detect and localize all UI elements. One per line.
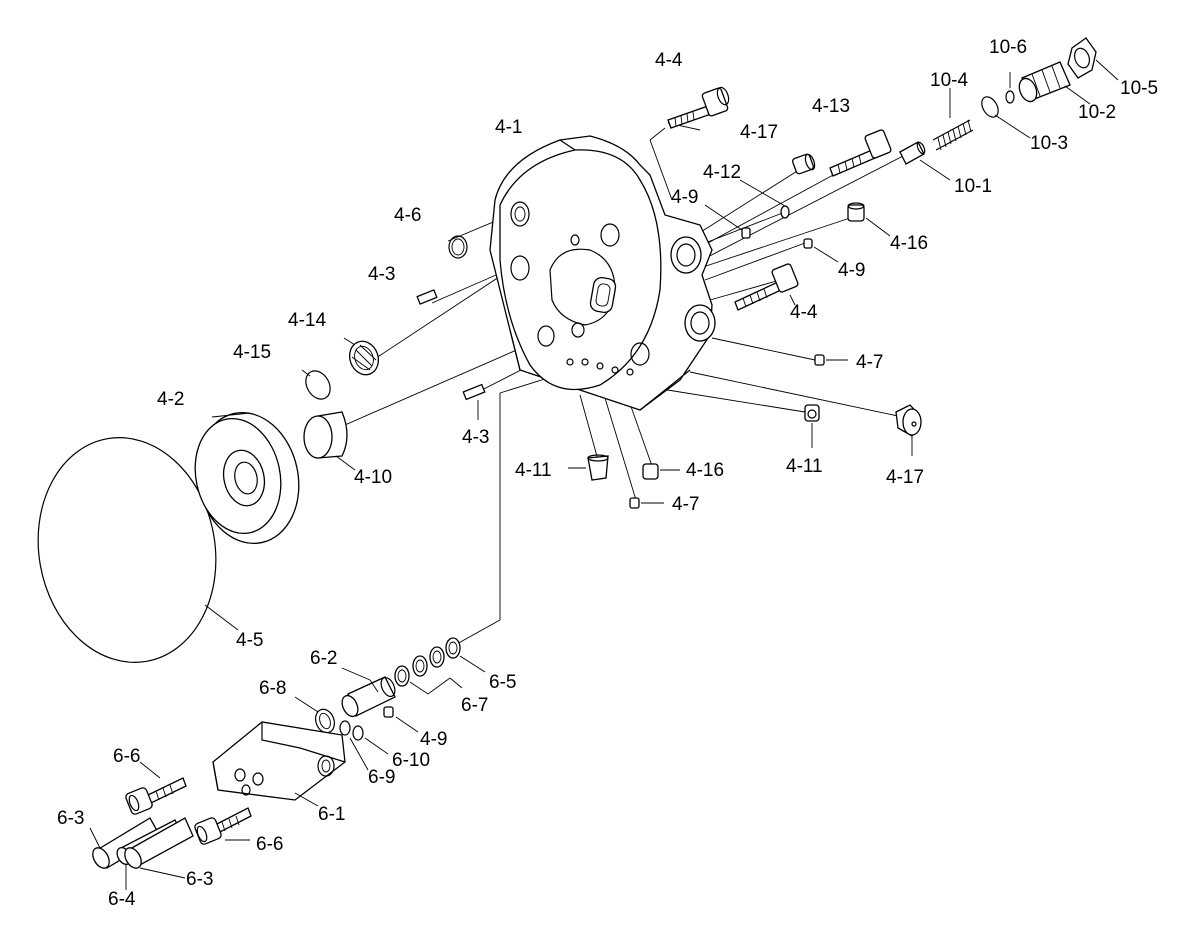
label-6-10: 6-10 <box>392 750 430 771</box>
o-ring-4-6 <box>448 235 468 259</box>
plug-4-11-lower <box>568 454 609 481</box>
label-10-6: 10-6 <box>989 37 1027 58</box>
label-4-7-right: 4-7 <box>856 352 883 373</box>
part-labels: 4-4 4-1 4-13 4-17 4-12 4-9 4-6 4-3 4-14 … <box>57 37 1158 910</box>
block-6-1 <box>212 721 346 807</box>
label-4-11-right: 4-11 <box>786 456 823 477</box>
spool-10-1 <box>899 141 951 181</box>
plate-4-2 <box>194 411 300 545</box>
bushing-4-10 <box>303 411 356 471</box>
strainer-4-14 <box>343 337 380 376</box>
label-6-1: 6-1 <box>318 804 345 825</box>
label-6-5: 6-5 <box>489 672 516 693</box>
label-6-9: 6-9 <box>368 767 395 788</box>
large-o-ring-4-5 <box>37 437 217 663</box>
label-6-3-lower: 6-3 <box>186 869 213 890</box>
pin-4-12 <box>739 179 790 219</box>
label-6-6-lower: 6-6 <box>256 834 283 855</box>
snap-ring-4-15 <box>301 369 331 400</box>
label-4-13: 4-13 <box>812 96 850 117</box>
o-ring-10-3 <box>981 96 1031 139</box>
plug-4-11-right <box>804 404 820 448</box>
label-4-16-lower: 4-16 <box>686 460 724 481</box>
label-4-15: 4-15 <box>233 342 271 363</box>
label-6-3-upper: 6-3 <box>57 808 84 829</box>
label-6-6-upper: 6-6 <box>113 746 140 767</box>
label-6-4: 6-4 <box>108 889 136 910</box>
plug-4-9-right <box>803 238 839 263</box>
label-6-7: 6-7 <box>461 695 488 716</box>
label-4-12: 4-12 <box>703 162 741 183</box>
bolt-6-6-upper <box>125 761 187 815</box>
label-4-9-right: 4-9 <box>838 260 865 281</box>
plug-4-7-lower <box>629 497 664 509</box>
label-4-4-right: 4-4 <box>790 302 818 323</box>
label-4-17-upper: 4-17 <box>740 122 778 143</box>
plug-4-9-upper <box>704 204 751 239</box>
label-4-9-lower: 4-9 <box>420 729 447 750</box>
label-10-2: 10-2 <box>1078 102 1116 123</box>
pin-4-3-lower <box>462 383 486 420</box>
label-4-1: 4-1 <box>495 117 522 138</box>
bolt-4-4-top <box>667 86 730 129</box>
leader-lines <box>337 122 906 646</box>
pipe-6-3-lower <box>124 817 194 879</box>
label-10-5: 10-5 <box>1120 78 1158 99</box>
plug-4-16-upper <box>847 202 891 237</box>
bolt-4-13 <box>829 129 892 177</box>
pin-4-3-upper <box>416 289 438 305</box>
label-10-3: 10-3 <box>1030 133 1068 154</box>
label-10-1: 10-1 <box>954 176 992 197</box>
o-ring-10-6 <box>1005 72 1015 104</box>
label-4-7-lower: 4-7 <box>672 494 699 515</box>
label-4-4-top: 4-4 <box>655 50 683 71</box>
plug-4-9-lower <box>383 706 419 733</box>
label-4-11-lower: 4-11 <box>515 460 552 481</box>
label-6-8: 6-8 <box>259 678 286 699</box>
plug-4-17-right <box>895 404 922 456</box>
label-4-5: 4-5 <box>236 630 263 651</box>
bolt-6-6-lower <box>194 807 252 845</box>
label-6-2: 6-2 <box>310 648 337 669</box>
label-4-17-right: 4-17 <box>886 467 924 488</box>
washers-6-5-6-7 <box>394 637 486 695</box>
label-4-9-upper: 4-9 <box>671 187 698 208</box>
label-4-14: 4-14 <box>288 310 326 331</box>
housing-4-1 <box>489 135 716 411</box>
label-4-3-upper: 4-3 <box>368 264 395 285</box>
plug-4-16-lower <box>642 463 680 480</box>
label-10-4: 10-4 <box>930 70 968 91</box>
spring-10-4 <box>932 88 974 151</box>
plug-10-2 <box>1018 61 1091 105</box>
label-4-16-upper: 4-16 <box>890 233 928 254</box>
plug-4-7-right <box>814 354 848 366</box>
label-4-3-lower: 4-3 <box>462 427 489 448</box>
label-4-6: 4-6 <box>394 205 421 226</box>
bolt-4-4-right <box>734 263 799 311</box>
label-4-10: 4-10 <box>354 467 392 488</box>
plug-6-2 <box>341 667 396 718</box>
o-rings-6-9-6-10 <box>339 720 389 771</box>
plug-4-17-upper <box>792 153 816 175</box>
nut-10-5 <box>1067 37 1119 81</box>
label-4-2: 4-2 <box>157 389 184 410</box>
